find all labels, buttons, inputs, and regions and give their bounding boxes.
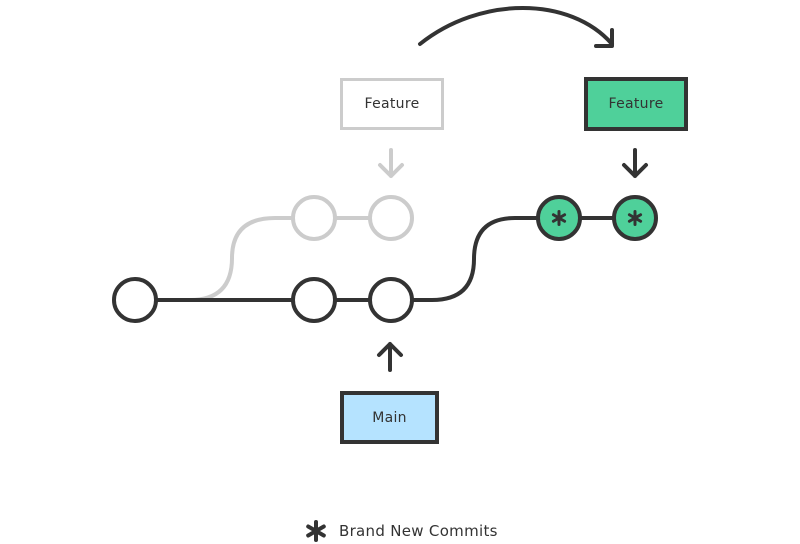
arrow-up-icon	[377, 342, 403, 372]
arrow-down-icon	[378, 148, 404, 178]
asterisk-icon	[627, 210, 643, 226]
new-commit-1	[536, 195, 582, 241]
asterisk-icon	[306, 520, 326, 542]
new-commit-2	[612, 195, 658, 241]
legend: Brand New Commits	[305, 518, 498, 544]
old-feature-commit-2	[368, 195, 414, 241]
main-label: Main	[340, 391, 439, 444]
legend-label: Brand New Commits	[339, 522, 498, 540]
old-feature-commit-1	[291, 195, 337, 241]
main-commit-1	[112, 277, 158, 323]
rebased-branch-line	[411, 216, 538, 302]
main-commit-2	[291, 277, 337, 323]
feature-label-new: Feature	[584, 77, 688, 131]
main-commit-3	[368, 277, 414, 323]
arrow-down-icon	[622, 148, 648, 178]
move-arrow-icon	[418, 6, 614, 48]
asterisk-icon	[551, 210, 567, 226]
old-feature-branch-line	[156, 216, 294, 302]
feature-label-old: Feature	[340, 78, 444, 130]
